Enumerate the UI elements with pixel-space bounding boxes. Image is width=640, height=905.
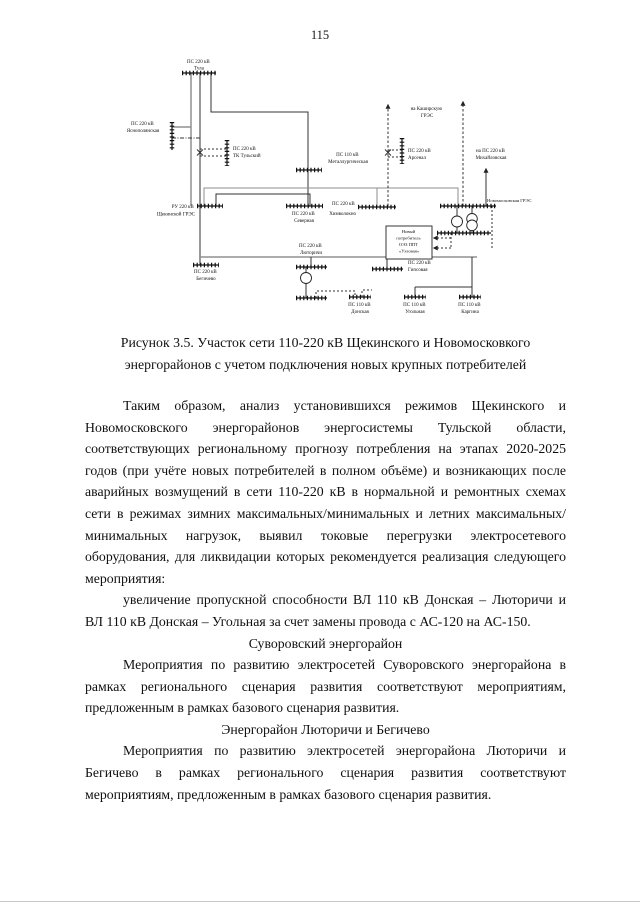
label-ps-ugolnaya: ПС 110 кВ Угольная	[403, 303, 427, 315]
label-ps-lyutorichi: ПС 220 кВ Люторичи	[299, 244, 323, 256]
label-ps-donskaya: ПС 110 кВ Донская	[348, 303, 372, 315]
body-paragraph: увеличение пропускной способности ВЛ 110…	[85, 592, 566, 629]
network-diagram: Новый потребитель ОЭЗ ППТ «Узловая» ПС 2…	[120, 50, 570, 325]
label-to-kashirskaya-gres: на Каширскую ГРЭС	[411, 107, 444, 119]
label-ps-tula: ПС 220 кВ Тула	[187, 60, 211, 72]
network-diagram-canvas: Новый потребитель ОЭЗ ППТ «Узловая» ПС 2…	[127, 60, 532, 315]
section-heading-suvorovsky: Суворовский энергорайон	[248, 635, 403, 651]
label-ps-begichevo: ПС 220 кВ Бегичево	[194, 270, 218, 282]
page-number: 115	[310, 28, 330, 42]
label-ps-severnaya: ПС 220 кВ Северная	[292, 212, 316, 224]
body-paragraph: Таким образом, анализ установившихся реж…	[85, 398, 566, 586]
figure-caption: Рисунок 3.5. Участок сети 110-220 кВ Щек…	[120, 335, 531, 372]
label-ps-tk-tulsky: ПС 220 кВ ТК Тульский	[233, 147, 261, 159]
label-ps-metallurgicheskaya: ПС 110 кВ Металлургическая	[328, 153, 368, 165]
label-novomoskovskaya-gres: Новомосковская ГРЭС	[487, 198, 532, 203]
new-consumer-box	[385, 225, 433, 260]
text-column: Рисунок 3.5. Участок сети 110-220 кВ Щек…	[85, 332, 566, 805]
label-ps-gipsovaya: ПС 220 кВ Гипсовая	[408, 261, 432, 273]
new-consumer-box-label: Новый потребитель ОЭЗ ППТ «Узловая»	[396, 229, 421, 254]
diagram-lines	[172, 73, 493, 298]
body-paragraph: Мероприятия по развитию электросетей эне…	[85, 743, 566, 802]
diagram-busbars	[169, 70, 496, 301]
label-ps-khimvolokno: ПС 220 кВ Химволокно	[329, 202, 356, 217]
label-ps-kargina: ПС 110 кВ Каргина	[458, 303, 482, 315]
label-ps-arsenal: ПС 220 кВ Арсенал	[408, 149, 432, 161]
label-to-ps-mikhailovskaya: на ПС 220 кВ Михайловская	[476, 149, 508, 161]
page-bottom-rule	[0, 901, 640, 902]
body-paragraph: Мероприятия по развитию электросетей Сув…	[85, 657, 566, 716]
generator-transformer-icons	[300, 213, 478, 284]
label-ps-yasnopolyanskaya: ПС 220 кВ Яснополянская	[127, 122, 160, 134]
substation-labels: ПС 220 кВ Тула ПС 220 кВ Яснополянская П…	[127, 60, 532, 315]
section-heading-lyutorichi-begichevo: Энергорайон Люторичи и Бегичево	[221, 721, 430, 737]
label-ru-shchekinskaya-gres: РУ 220 кВ Щекинской ГРЭС	[157, 205, 196, 218]
